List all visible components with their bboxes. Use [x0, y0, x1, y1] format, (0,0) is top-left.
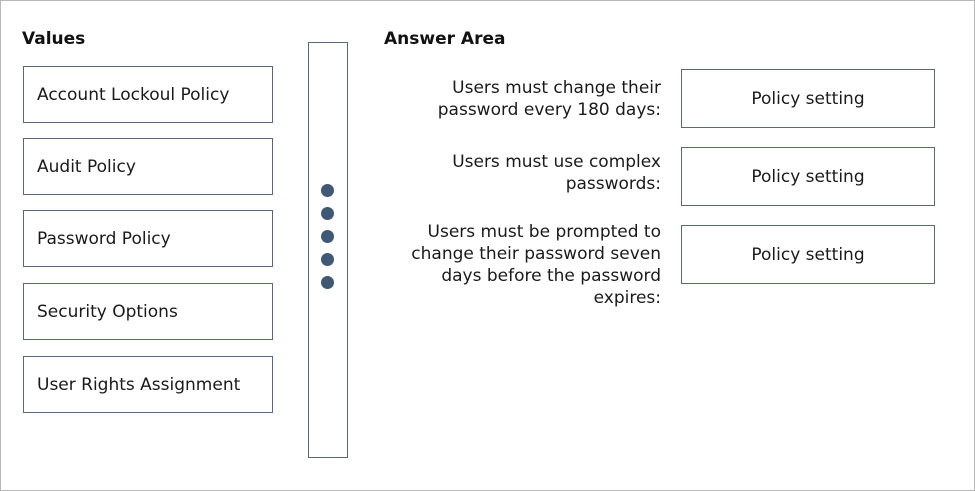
- value-item-user-rights-assignment[interactable]: User Rights Assignment: [23, 356, 273, 413]
- drag-dot: [321, 184, 334, 197]
- answer-prompt-1: Users must change their password every 1…: [438, 77, 661, 121]
- drag-dot: [321, 230, 334, 243]
- answer-prompt-3: Users must be prompted to change their p…: [411, 221, 661, 309]
- prompt-line: days before the password: [441, 266, 661, 286]
- policy-setting-drop-target-2[interactable]: Policy setting: [681, 147, 935, 206]
- prompt-line: password every 180 days:: [437, 100, 661, 120]
- panel-splitter[interactable]: [308, 42, 348, 458]
- drag-dot: [321, 276, 334, 289]
- answer-area-heading: Answer Area: [384, 29, 506, 49]
- values-heading: Values: [22, 29, 86, 49]
- value-item-security-options[interactable]: Security Options: [23, 283, 273, 340]
- answer-prompt-2: Users must use complex passwords:: [452, 151, 661, 195]
- prompt-line: change their password seven: [411, 244, 661, 264]
- prompt-line: Users must use complex: [452, 152, 661, 172]
- drag-dot: [321, 207, 334, 220]
- prompt-line: passwords:: [565, 174, 661, 194]
- value-item-audit-policy[interactable]: Audit Policy: [23, 138, 273, 195]
- value-item-password-policy[interactable]: Password Policy: [23, 210, 273, 267]
- drag-dot: [321, 253, 334, 266]
- prompt-line: Users must be prompted to: [427, 222, 661, 242]
- value-item-account-lockout-policy[interactable]: Account Lockoul Policy: [23, 66, 273, 123]
- policy-setting-drop-target-1[interactable]: Policy setting: [681, 69, 935, 128]
- prompt-line: Users must change their: [452, 78, 661, 98]
- policy-setting-drop-target-3[interactable]: Policy setting: [681, 225, 935, 284]
- prompt-line: expires:: [593, 288, 661, 308]
